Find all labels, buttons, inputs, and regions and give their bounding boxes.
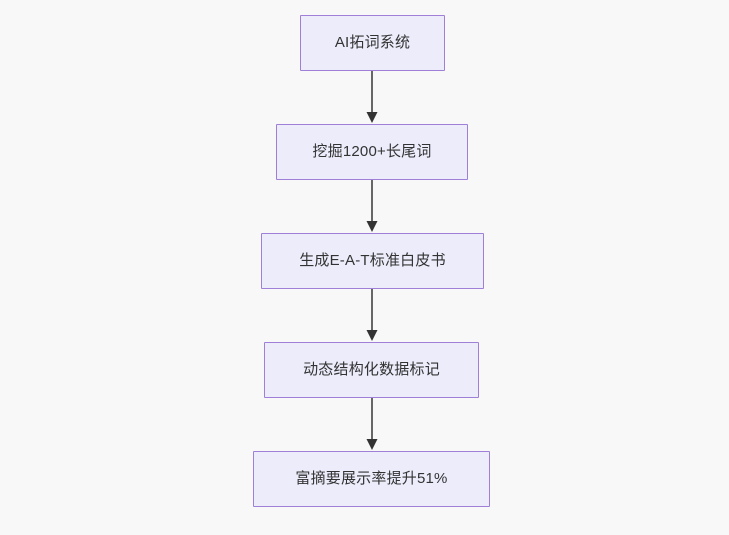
flow-node-3[interactable]: 生成E-A-T标准白皮书 xyxy=(261,233,484,289)
flow-edge-3-arrow xyxy=(361,289,383,342)
flow-node-5-label: 富摘要展示率提升51% xyxy=(295,470,448,487)
flow-edge-2-arrow xyxy=(361,180,383,233)
flow-edge-1-arrow xyxy=(361,71,383,124)
flow-node-4-label: 动态结构化数据标记 xyxy=(303,361,440,378)
flow-node-1[interactable]: AI拓词系统 xyxy=(300,15,445,71)
flow-node-1-label: AI拓词系统 xyxy=(334,34,411,51)
flow-node-2-label: 挖掘1200+长尾词 xyxy=(312,143,432,160)
flow-node-2[interactable]: 挖掘1200+长尾词 xyxy=(276,124,468,180)
flow-node-4[interactable]: 动态结构化数据标记 xyxy=(264,342,479,398)
flow-node-5[interactable]: 富摘要展示率提升51% xyxy=(253,451,490,507)
flow-node-3-label: 生成E-A-T标准白皮书 xyxy=(299,252,446,269)
flow-edge-4-arrow xyxy=(361,398,383,451)
